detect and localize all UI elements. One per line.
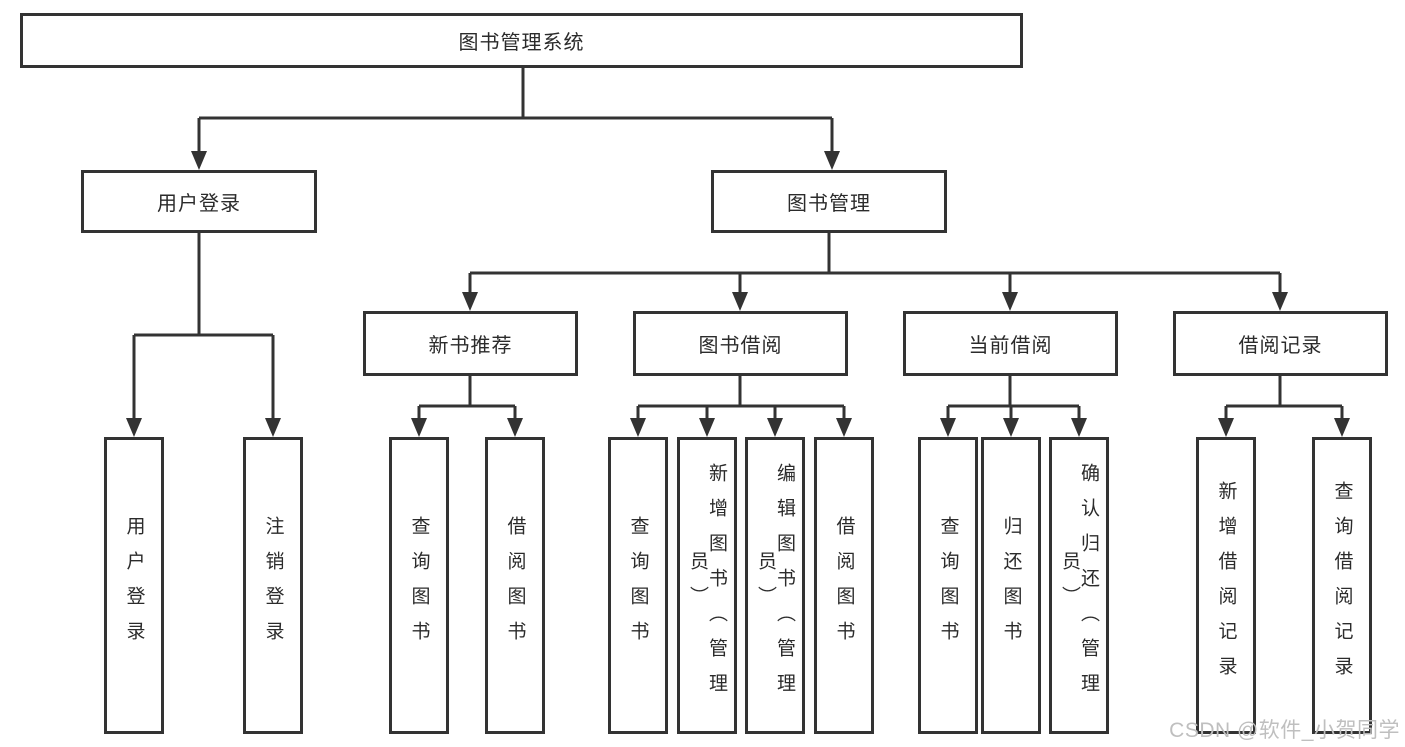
leaf-records-query-record: 查询借阅记录 <box>1312 437 1372 734</box>
node-user-login-label: 用户登录 <box>157 193 241 215</box>
leaf-current-confirm-return-admin-label: 确认归还（管理员） <box>1059 463 1099 708</box>
node-root-system: 图书管理系统 <box>20 13 1023 68</box>
leaf-borrow-add-book-admin: 新增图书（管理员） <box>677 437 737 734</box>
node-user-login: 用户登录 <box>81 170 317 233</box>
leaf-recommend-query-book-label: 查询图书 <box>408 515 430 656</box>
leaf-recommend-borrow-book: 借阅图书 <box>485 437 545 734</box>
node-new-book-recommend: 新书推荐 <box>363 311 578 376</box>
leaf-recommend-query-book: 查询图书 <box>389 437 449 734</box>
leaf-logout-label: 注销登录 <box>262 515 284 656</box>
node-new-book-recommend-label: 新书推荐 <box>428 335 513 357</box>
arrowheads <box>126 151 1350 437</box>
node-book-borrowing: 图书借阅 <box>633 311 848 376</box>
leaf-current-confirm-return-admin: 确认归还（管理员） <box>1049 437 1109 734</box>
node-book-management-label: 图书管理 <box>787 193 871 215</box>
leaf-current-query-book: 查询图书 <box>918 437 978 734</box>
leaf-borrow-edit-book-admin-label: 编辑图书（管理员） <box>755 463 795 708</box>
leaf-borrow-add-book-admin-label: 新增图书（管理员） <box>687 463 727 708</box>
leaf-borrow-query-book-label: 查询图书 <box>627 515 649 656</box>
leaf-records-add-record-label: 新增借阅记录 <box>1215 480 1237 691</box>
leaf-borrow-edit-book-admin: 编辑图书（管理员） <box>745 437 805 734</box>
leaf-records-query-record-label: 查询借阅记录 <box>1331 480 1353 691</box>
node-book-management: 图书管理 <box>711 170 947 233</box>
node-borrowing-records-label: 借阅记录 <box>1238 335 1323 357</box>
leaf-borrow-borrow-book: 借阅图书 <box>814 437 874 734</box>
leaf-records-add-record: 新增借阅记录 <box>1196 437 1256 734</box>
leaf-user-login: 用户登录 <box>104 437 164 734</box>
leaf-current-return-book: 归还图书 <box>981 437 1041 734</box>
leaf-recommend-borrow-book-label: 借阅图书 <box>504 515 526 656</box>
leaf-user-login-label: 用户登录 <box>123 515 145 656</box>
node-current-borrowing-label: 当前借阅 <box>968 335 1053 357</box>
leaf-logout: 注销登录 <box>243 437 303 734</box>
csdn-watermark: CSDN @软件_小贺同学 <box>1169 719 1400 742</box>
tree-edges <box>132 68 1344 420</box>
node-current-borrowing: 当前借阅 <box>903 311 1118 376</box>
leaf-borrow-borrow-book-label: 借阅图书 <box>833 515 855 656</box>
node-book-borrowing-label: 图书借阅 <box>698 335 783 357</box>
leaf-borrow-query-book: 查询图书 <box>608 437 668 734</box>
leaf-current-query-book-label: 查询图书 <box>937 515 959 656</box>
leaf-current-return-book-label: 归还图书 <box>1000 515 1022 656</box>
node-root-system-label: 图书管理系统 <box>458 32 585 54</box>
node-borrowing-records: 借阅记录 <box>1173 311 1388 376</box>
